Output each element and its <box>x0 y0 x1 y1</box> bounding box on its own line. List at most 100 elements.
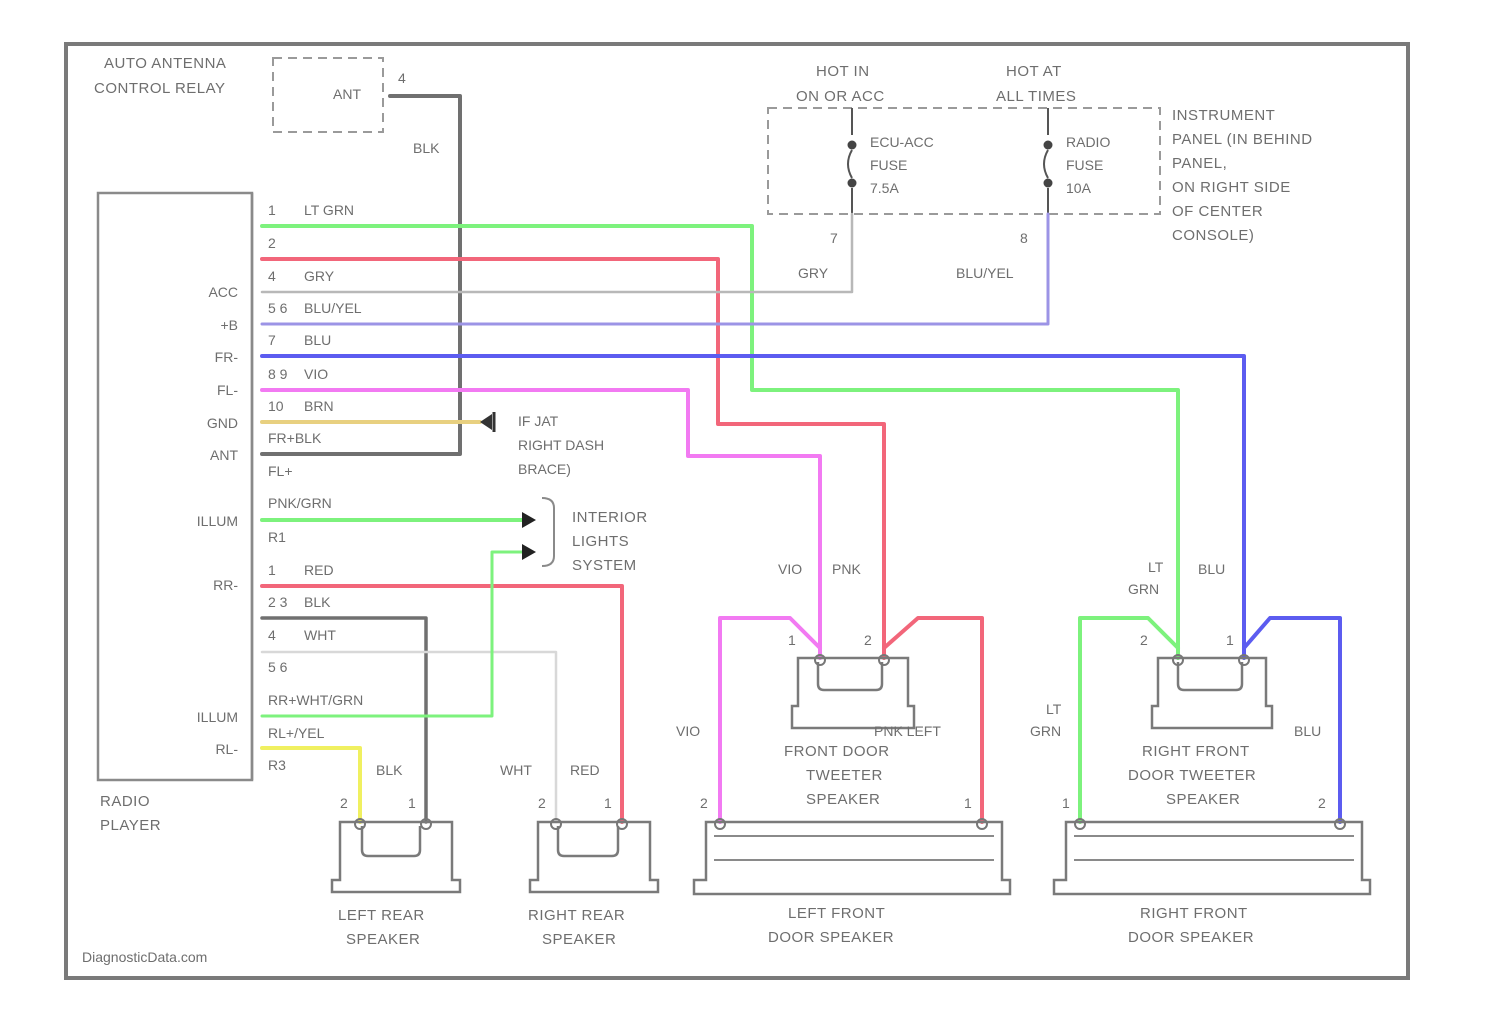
fuse2-rating: 10A <box>1066 180 1092 196</box>
fuse2-pin: 8 <box>1020 230 1028 246</box>
radio-pin-wire: RL+/YEL <box>268 725 325 741</box>
relay-box <box>273 58 383 132</box>
radio-side-label: FL- <box>217 382 238 398</box>
lftw-label-2: TWEETER <box>806 767 883 784</box>
radio-pin-wire: PNK/GRN <box>268 495 332 511</box>
right-rear-speaker: 2 1 WHT RED RIGHT REAR SPEAKER <box>500 762 658 948</box>
fuse1-wire: GRY <box>798 265 829 281</box>
hot-acc-1: HOT IN <box>816 63 870 80</box>
relay-label-1: AUTO ANTENNA <box>104 55 226 72</box>
radio-side-label: +B <box>220 317 238 333</box>
radio-side-label: GND <box>207 415 238 431</box>
hot-acc-2: ON OR ACC <box>796 88 885 105</box>
wire-blu-rf-speaker <box>1244 618 1340 822</box>
fuse1-icon <box>848 150 852 178</box>
wire-lt-grn-rf-speaker <box>1080 618 1178 822</box>
radio-pin-wire: BLU <box>304 332 331 348</box>
speaker-icon <box>1054 822 1370 894</box>
radio-pin-wire: FL+ <box>268 463 293 479</box>
fuse2-terminal-top <box>1044 141 1053 150</box>
radio-side-label: RL- <box>215 741 238 757</box>
left-front-tweeter: 1 2 VIO PNK PNK LEFT FRONT DOOR TWEETER … <box>778 561 941 808</box>
interior-label-3: SYSTEM <box>572 557 637 574</box>
radio-pin-wire: LT GRN <box>304 202 354 218</box>
rf-label-2: DOOR SPEAKER <box>1128 929 1254 946</box>
ground-icon <box>480 414 492 430</box>
connector-arrow-icon <box>522 544 536 560</box>
lr-pin-1: 1 <box>408 795 416 811</box>
radio-title-2: PLAYER <box>100 817 161 834</box>
fuse1-type: FUSE <box>870 157 907 173</box>
lftw-pin-2: 2 <box>864 632 872 648</box>
rf-wire-left-2: GRN <box>1030 723 1061 739</box>
radio-side-label: RR- <box>213 577 238 593</box>
lftw-tag: PNK LEFT <box>874 723 941 739</box>
wire-blk-rear <box>262 618 426 822</box>
radio-pin-number: 10 <box>268 398 284 414</box>
hot-all-1: HOT AT <box>1006 63 1062 80</box>
wire-blu-yel <box>262 214 1048 324</box>
panel-line-1: INSTRUMENT <box>1172 107 1275 124</box>
radio-pin-wire: BLU/YEL <box>304 300 362 316</box>
panel-line-5: OF CENTER <box>1172 203 1263 220</box>
radio-pin-wire: VIO <box>304 366 328 382</box>
lf-label-2: DOOR SPEAKER <box>768 929 894 946</box>
rf-label-1: RIGHT FRONT <box>1140 905 1248 922</box>
rftw-pin-1: 1 <box>1226 632 1234 648</box>
hot-all-2: ALL TIMES <box>996 88 1076 105</box>
fuse-panel: HOT IN ON OR ACC HOT AT ALL TIMES ECU-AC… <box>768 63 1160 281</box>
panel-line-3: PANEL, <box>1172 155 1227 172</box>
lftw-wire-right: PNK <box>832 561 861 577</box>
radio-pin-number: 2 3 <box>268 594 288 610</box>
radio-side-label: ILLUM <box>197 709 238 725</box>
radio-side-label: ANT <box>210 447 238 463</box>
relay-label-2: CONTROL RELAY <box>94 80 226 97</box>
fuse2-icon <box>1044 150 1048 178</box>
radio-pin-number: 2 <box>268 235 276 251</box>
radio-side-label: FR- <box>215 349 239 365</box>
watermark: DiagnosticData.com <box>82 949 207 965</box>
ground-label-2: RIGHT DASH <box>518 437 604 453</box>
radio-pin-wire: BRN <box>304 398 334 414</box>
ground-label-3: BRACE) <box>518 461 571 477</box>
rf-wire-right: BLU <box>1294 723 1321 739</box>
rftw-label-3: SPEAKER <box>1166 791 1240 808</box>
rftw-wire-right: BLU <box>1198 561 1225 577</box>
interior-lights: INTERIOR LIGHTS SYSTEM <box>522 498 648 574</box>
lr-pin-2: 2 <box>340 795 348 811</box>
rftw-wire-left-1: LT <box>1148 559 1164 575</box>
radio-pin-wire: GRY <box>304 268 335 284</box>
connector-arrow-icon <box>522 512 536 528</box>
ground-label-1: IF JAT <box>518 413 559 429</box>
ground-point: IF JAT RIGHT DASH BRACE) <box>480 412 604 477</box>
rr-wire-right: RED <box>570 762 600 778</box>
radio-pin-wire: WHT <box>304 627 336 643</box>
radio-pin-wire: RR+WHT/GRN <box>268 692 363 708</box>
radio-pin-number: 1 <box>268 562 276 578</box>
wire-vio-lf-speaker <box>720 618 820 822</box>
fuse2-wire: BLU/YEL <box>956 265 1014 281</box>
lf-pin-1: 1 <box>964 795 972 811</box>
rf-pin-1: 1 <box>1062 795 1070 811</box>
wire-red-front <box>262 259 884 658</box>
radio-pin-number: 5 6 <box>268 659 288 675</box>
radio-side-label: ILLUM <box>197 513 238 529</box>
rftw-label-2: DOOR TWEETER <box>1128 767 1256 784</box>
radio-pin-wire: FR+BLK <box>268 430 322 446</box>
radio-title-1: RADIO <box>100 793 150 810</box>
right-front-tweeter: 2 1 LT GRN BLU RIGHT FRONT DOOR TWEETER … <box>1128 559 1272 808</box>
radio-pin-wire: BLK <box>304 594 331 610</box>
lr-label-2: SPEAKER <box>346 931 420 948</box>
radio-pin-number: 1 <box>268 202 276 218</box>
fuse1-pin: 7 <box>830 230 838 246</box>
interior-label-1: INTERIOR <box>572 509 648 526</box>
radio-box <box>98 193 252 780</box>
radio-pin-wire: R3 <box>268 757 286 773</box>
radio-pin-number: 5 6 <box>268 300 288 316</box>
lf-label-1: LEFT FRONT <box>788 905 885 922</box>
fuse1-name: ECU-ACC <box>870 134 934 150</box>
relay-pin: 4 <box>398 70 406 86</box>
lf-pin-2: 2 <box>700 795 708 811</box>
lftw-label-3: SPEAKER <box>806 791 880 808</box>
